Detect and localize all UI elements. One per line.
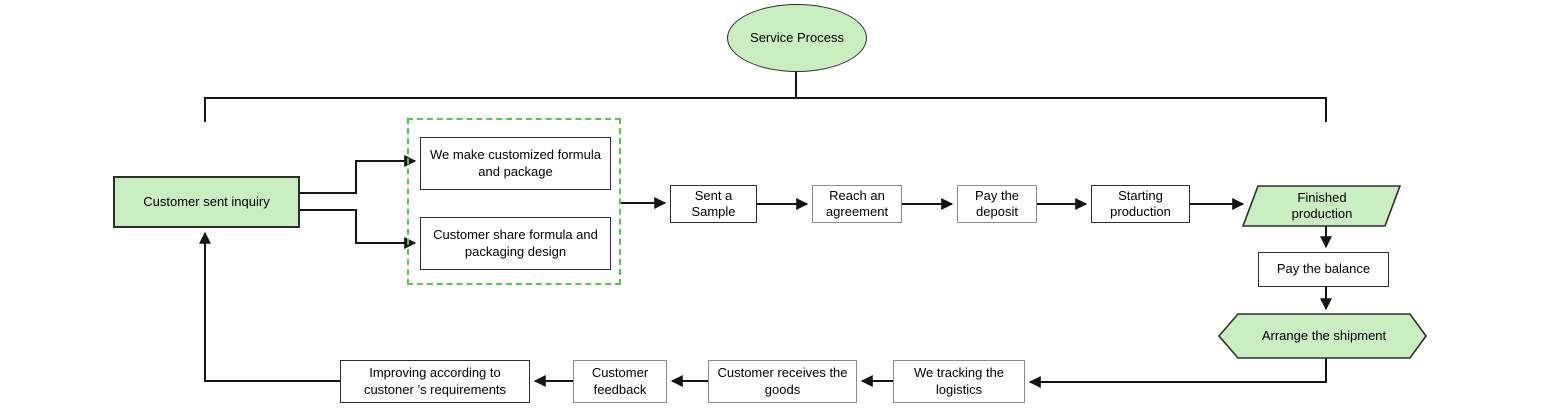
formula-options-group <box>407 118 621 285</box>
node-finished-production-shape <box>1241 185 1402 227</box>
node-we-make-customized-label: We make customized formula and package <box>430 147 601 179</box>
node-pay-the-balance: Pay the balance <box>1258 252 1389 287</box>
node-improving-requirements: Improving according to custoner ’s requi… <box>340 360 530 403</box>
node-service-process-label: Service Process <box>750 29 844 45</box>
node-customer-feedback: Customer feedback <box>573 360 667 403</box>
node-reach-an-agreement: Reach an agreement <box>812 185 902 223</box>
node-pay-the-deposit: Pay the deposit <box>957 185 1037 223</box>
node-customer-sent-inquiry: Customer sent inquiry <box>113 176 300 228</box>
edge-top-rail <box>204 97 1327 122</box>
edge-inquiry-to-customer-share <box>300 209 417 249</box>
node-starting-production-label: Starting production <box>1110 187 1171 219</box>
node-customer-share-formula-label: Customer share formula and packaging des… <box>433 227 598 259</box>
edge-shipment-to-tracking <box>1028 358 1327 388</box>
node-sent-a-sample: Sent a Sample <box>670 185 757 223</box>
node-pay-the-balance-label: Pay the balance <box>1276 261 1371 277</box>
node-service-process: Service Process <box>727 4 867 72</box>
node-arrange-shipment-shape <box>1217 313 1427 359</box>
node-customer-share-formula: Customer share formula and packaging des… <box>420 217 611 270</box>
edge-improving-to-inquiry <box>199 231 340 382</box>
node-sent-a-sample-label: Sent a Sample <box>691 187 736 219</box>
node-we-tracking-logistics: We tracking the logistics <box>893 360 1025 403</box>
node-customer-receives-goods-label: Customer receives the goods <box>717 365 848 397</box>
node-we-tracking-logistics-label: We tracking the logistics <box>913 365 1005 397</box>
node-reach-an-agreement-label: Reach an agreement <box>825 187 889 219</box>
node-customer-sent-inquiry-label: Customer sent inquiry <box>143 193 270 209</box>
node-pay-the-deposit-label: Pay the deposit <box>974 187 1020 219</box>
node-customer-feedback-label: Customer feedback <box>591 365 649 397</box>
node-improving-requirements-label: Improving according to custoner ’s requi… <box>363 365 507 397</box>
node-starting-production: Starting production <box>1091 185 1190 223</box>
edge-inquiry-to-we-make <box>300 155 417 194</box>
node-customer-receives-goods: Customer receives the goods <box>708 360 857 403</box>
node-we-make-customized: We make customized formula and package <box>420 137 611 190</box>
